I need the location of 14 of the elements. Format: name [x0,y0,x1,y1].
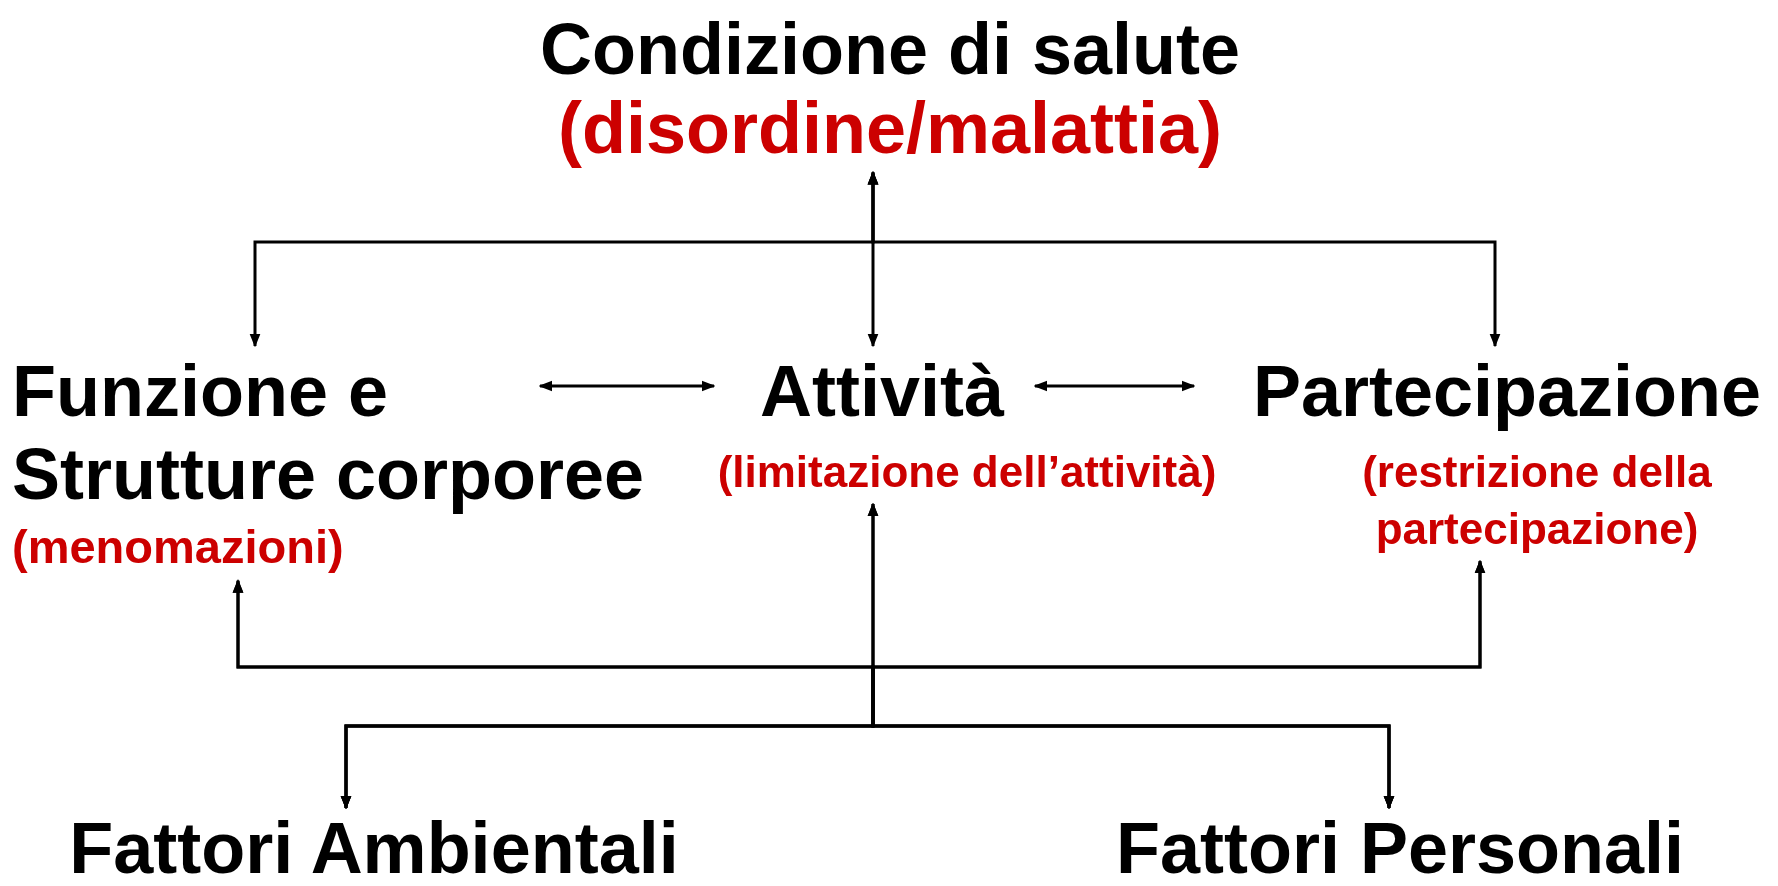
node-title: Funzione e Strutture corporee [12,350,646,516]
node-title: Attività [759,350,1006,433]
node-subtitle: (restrizione della partecipazione) [1361,445,1713,555]
node-subtitle: (disordine/malattia) [556,89,1224,169]
node-title: Condizione di salute [539,10,1241,90]
node-title: Fattori Personali [1114,812,1686,884]
arrow [871,559,1486,810]
node-subtitle: (limitazione dell’attività) [716,445,1218,498]
arrow [867,171,1501,348]
arrow [538,380,716,392]
node-title: Fattori Ambientali [68,812,680,884]
node-title: Partecipazione [1251,350,1763,433]
arrow [1033,380,1196,392]
node-subtitle: (menomazioni) [12,518,345,575]
